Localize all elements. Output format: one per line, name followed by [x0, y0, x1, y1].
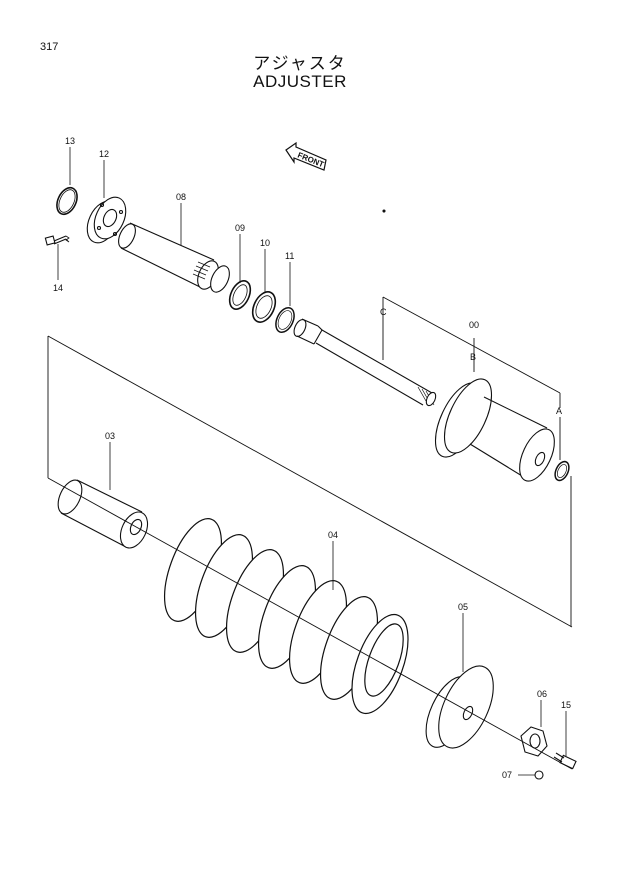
- part-09-ring: [228, 280, 252, 310]
- callout-14: 14: [53, 283, 63, 293]
- callout-15: 15: [561, 700, 571, 710]
- page-number: 317: [40, 41, 59, 53]
- part-14-bolt: [44, 235, 70, 280]
- callout-labels: 13 12 14 08 09 10 11 C 00 B A 03 04 05 0…: [53, 136, 571, 780]
- leader-lines: [69, 147, 567, 776]
- assembly-bracket-lines: [47, 296, 573, 770]
- front-arrow-icon: FRONT: [285, 141, 327, 171]
- part-05-plate: [425, 665, 494, 749]
- callout-06: 06: [537, 689, 547, 699]
- part-b-cylinder: [434, 378, 555, 482]
- callout-05: 05: [458, 602, 468, 612]
- callout-09: 09: [235, 223, 245, 233]
- part-07-bolt: [534, 770, 544, 780]
- callout-07: 07: [502, 770, 512, 780]
- part-11-ring: [275, 306, 295, 334]
- part-03-bushing: [57, 479, 149, 549]
- title-japanese: アジャスタ: [253, 54, 347, 73]
- part-10-ring: [251, 291, 277, 323]
- callout-10: 10: [260, 238, 270, 248]
- part-c-rod: [293, 318, 437, 407]
- part-06-nut: [520, 726, 548, 757]
- callout-a: A: [556, 406, 562, 416]
- callout-13: 13: [65, 136, 75, 146]
- callout-08: 08: [176, 192, 186, 202]
- part-a-o-ring: [554, 460, 570, 482]
- callout-03: 03: [105, 431, 115, 441]
- callout-04: 04: [328, 530, 338, 540]
- part-12-flange: [86, 196, 127, 244]
- callout-12: 12: [99, 149, 109, 159]
- title-english: ADJUSTER: [253, 72, 347, 91]
- part-08-cylinder: [118, 222, 230, 293]
- callout-11: 11: [285, 251, 294, 261]
- part-13-o-ring: [56, 186, 78, 216]
- stray-dot: [382, 209, 386, 213]
- callout-c: C: [380, 307, 387, 317]
- callout-b: B: [470, 352, 476, 362]
- callout-00: 00: [469, 320, 479, 330]
- part-04-spring: [163, 518, 409, 715]
